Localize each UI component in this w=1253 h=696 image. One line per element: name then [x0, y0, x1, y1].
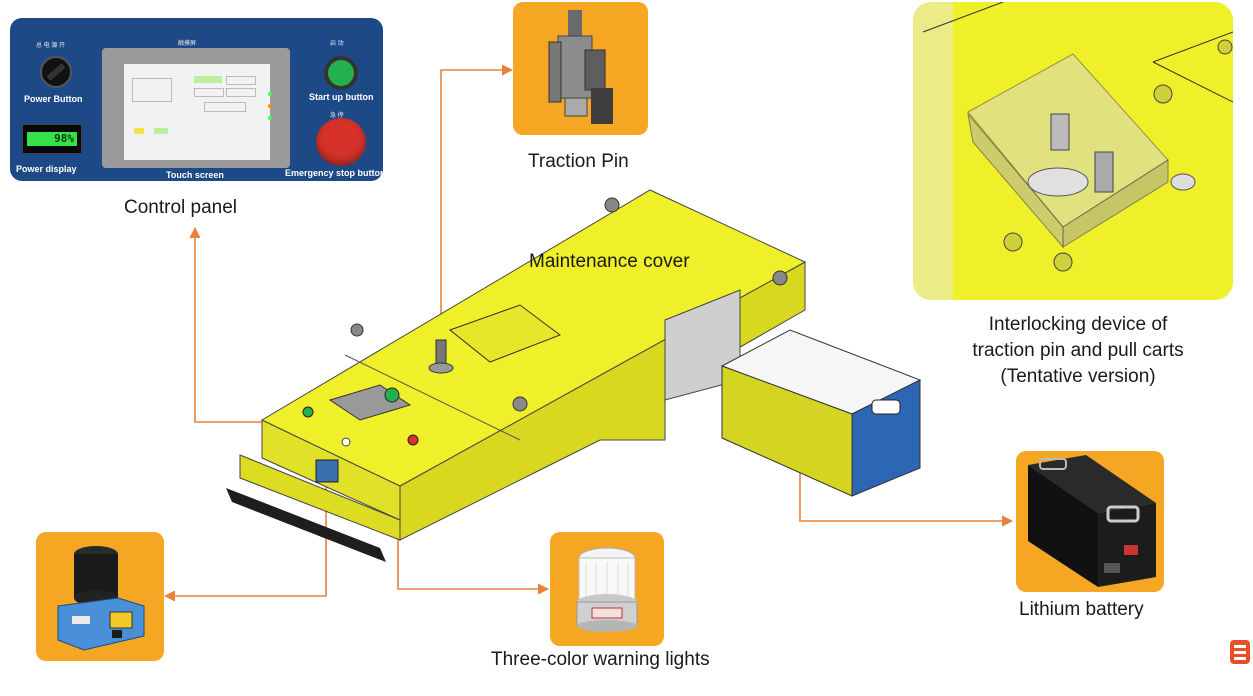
control-panel-photo: 总 电 源 开 Power Button 98% Power display 触… [10, 18, 383, 181]
warning-light-icon [576, 547, 638, 632]
lidar-tile [36, 532, 164, 661]
touch-screen-label: Touch screen [166, 170, 224, 180]
lithium-battery-icon [1028, 455, 1156, 587]
lidar-sensor-icon [57, 546, 145, 651]
cn-power-label: 总 电 源 开 [36, 43, 66, 49]
start-up-button-label: Start up button [309, 92, 374, 102]
power-display-label: Power display [16, 164, 77, 174]
label-interlocking-2: traction pin and pull carts [972, 340, 1184, 361]
cn-start-label: 启 动 [330, 41, 344, 47]
emergency-stop-icon [316, 118, 366, 166]
label-warning-lights: Three-color warning lights [491, 649, 710, 670]
power-knob-icon [40, 56, 72, 88]
label-interlocking-1: Interlocking device of [988, 314, 1168, 335]
touch-screen [102, 48, 290, 168]
connector-traction-pin [440, 64, 514, 350]
battery-display: 98% [22, 124, 82, 154]
cn-touch-label: 触摸屏 [178, 41, 197, 47]
cn-stop-label: 急 停 [330, 113, 344, 119]
traction-pin-icon [548, 10, 613, 124]
traction-pin-tile [513, 2, 648, 135]
label-maintenance-cover: Maintenance cover [529, 251, 690, 272]
lithium-battery-tile [1016, 451, 1164, 592]
label-control-panel: Control panel [124, 197, 238, 218]
start-up-button-icon [324, 56, 358, 90]
brand-logo-icon [1230, 640, 1250, 664]
label-lithium-battery: Lithium battery [1019, 599, 1144, 620]
battery-readout: 98% [54, 132, 74, 145]
connector-lidar [163, 470, 327, 602]
warning-light-tile [550, 532, 664, 646]
emergency-stop-button-label: Emergency stop button [285, 168, 383, 178]
power-button-label: Power Button [24, 94, 83, 104]
label-traction-pin: Traction Pin [528, 151, 629, 172]
interlocking-device-image [913, 2, 1233, 300]
label-interlocking-3: (Tentative version) [1000, 366, 1156, 387]
